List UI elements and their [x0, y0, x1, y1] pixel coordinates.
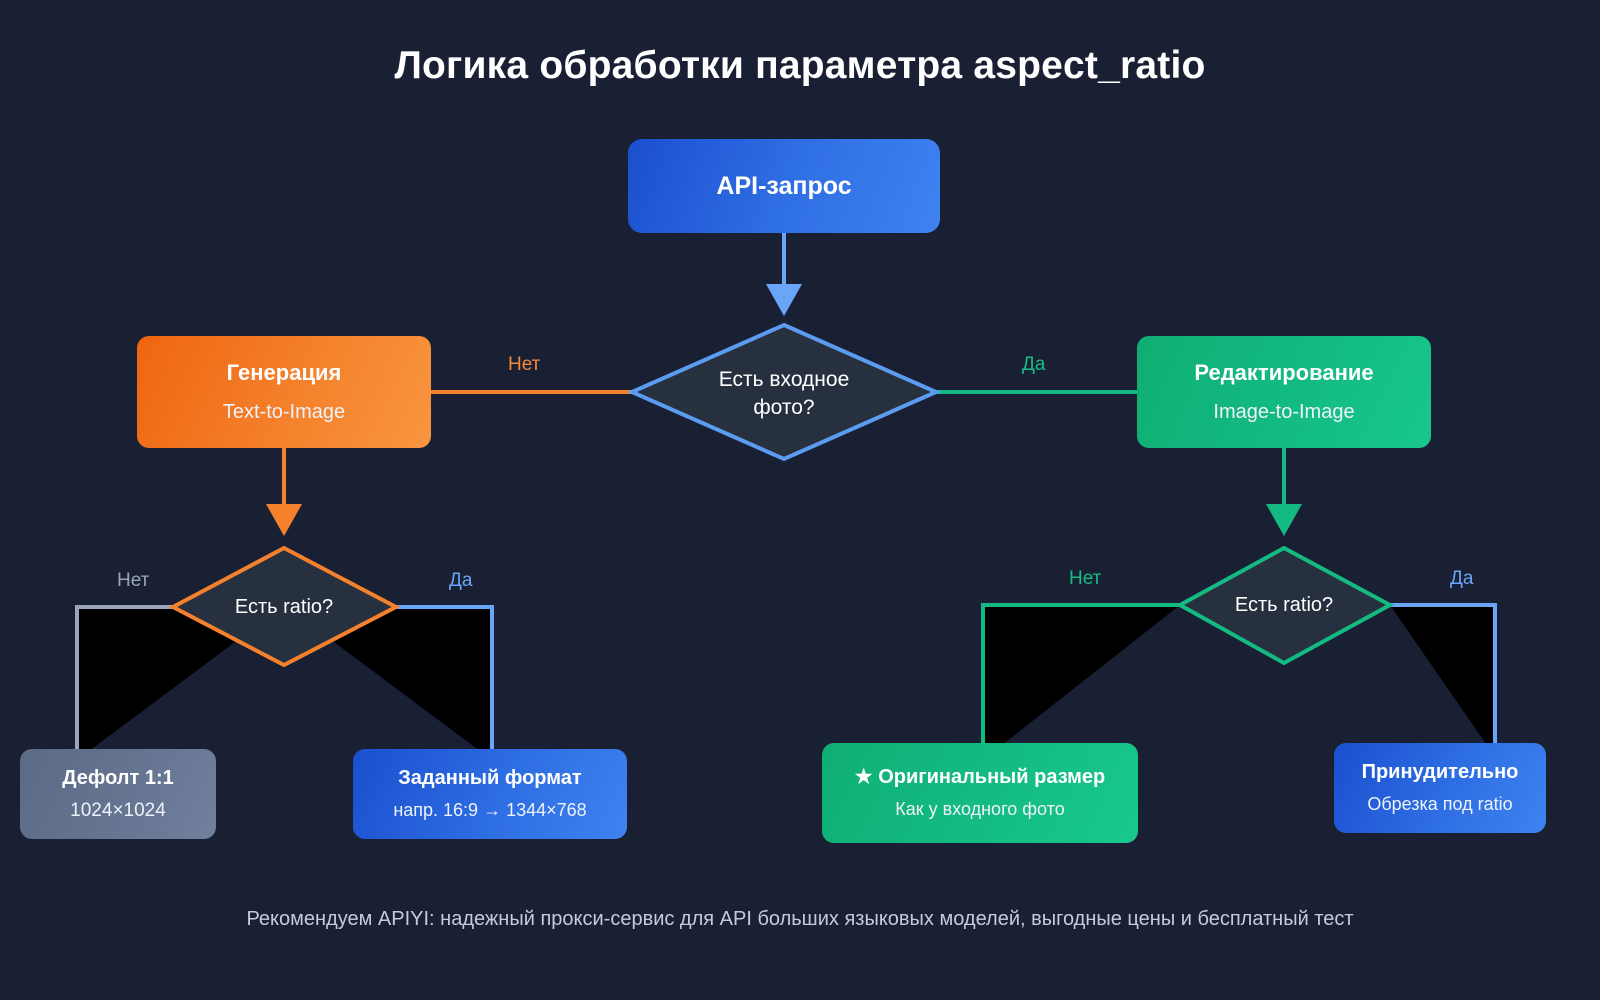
- node-editing-title: Редактирование: [1194, 360, 1374, 386]
- node-given-format[interactable]: Заданный формат напр. 16:9 → 1344×768: [353, 749, 627, 839]
- edge-label-right-no: Нет: [1069, 568, 1102, 589]
- node-api-request[interactable]: API-запрос: [628, 139, 940, 233]
- decision-has-input-photo-label: Есть входное фото?: [664, 360, 904, 428]
- render-artifact-left-no: [77, 607, 282, 760]
- star-icon: ★: [854, 766, 873, 789]
- decision-right-has-ratio-label: Есть ratio?: [1234, 593, 1334, 616]
- edge-right-ratio-no: [981, 603, 1180, 757]
- node-default-square-subtitle: 1024×1024: [70, 799, 166, 821]
- node-original-size-title: ★ Оригинальный размер: [855, 765, 1106, 789]
- node-original-size-subtitle: Как у входного фото: [895, 799, 1065, 820]
- node-editing-subtitle: Image-to-Image: [1213, 400, 1355, 423]
- edge-label-right-yes: Да: [1450, 568, 1474, 589]
- node-forced-crop-subtitle: Обрезка под ratio: [1367, 794, 1513, 815]
- node-default-square-title: Дефолт 1:1: [62, 766, 174, 789]
- decision-photo-line1: Есть входное: [718, 368, 850, 392]
- node-generation-title: Генерация: [226, 360, 342, 386]
- decision-left-has-ratio-label: Есть ratio?: [234, 595, 334, 618]
- node-generation-subtitle: Text-to-Image: [222, 400, 346, 423]
- render-artifact-right-yes: [1390, 605, 1495, 757]
- page-title: Логика обработки параметра aspect_ratio: [394, 44, 1206, 87]
- node-given-format-title: Заданный формат: [398, 767, 582, 790]
- edge-right-ratio-yes: [1390, 603, 1497, 757]
- node-generation[interactable]: Генерация Text-to-Image: [137, 336, 431, 448]
- render-artifact-left-yes: [287, 607, 492, 760]
- node-forced-crop-title: Принудительно: [1361, 761, 1519, 784]
- render-artifact-right-no: [983, 605, 1180, 760]
- node-editing[interactable]: Редактирование Image-to-Image: [1137, 336, 1431, 448]
- edge-label-yes-editing: Да: [1022, 354, 1046, 375]
- edge-label-left-no: Нет: [117, 570, 150, 591]
- edge-left-ratio-yes: [396, 605, 494, 760]
- decision-has-input-photo: [627, 322, 941, 462]
- node-original-size[interactable]: ★ Оригинальный размер Как у входного фот…: [822, 743, 1138, 843]
- footer-note: Рекомендуем APIYI: надежный прокси-серви…: [246, 908, 1354, 930]
- decision-photo-line2: фото?: [753, 396, 815, 419]
- node-original-size-text: Оригинальный размер: [878, 766, 1106, 789]
- node-default-square[interactable]: Дефолт 1:1 1024×1024: [20, 749, 216, 839]
- decision-right-has-ratio: [1175, 545, 1395, 666]
- edge-label-no-generation: Нет: [508, 354, 541, 375]
- edge-label-left-yes: Да: [449, 570, 473, 591]
- edge-left-ratio-no: [75, 605, 173, 760]
- decision-left-has-ratio: [168, 545, 401, 668]
- node-given-format-subtitle: напр. 16:9 → 1344×768: [393, 800, 587, 821]
- node-forced-crop[interactable]: Принудительно Обрезка под ratio: [1334, 743, 1546, 833]
- node-api-request-title: API-запрос: [716, 172, 852, 200]
